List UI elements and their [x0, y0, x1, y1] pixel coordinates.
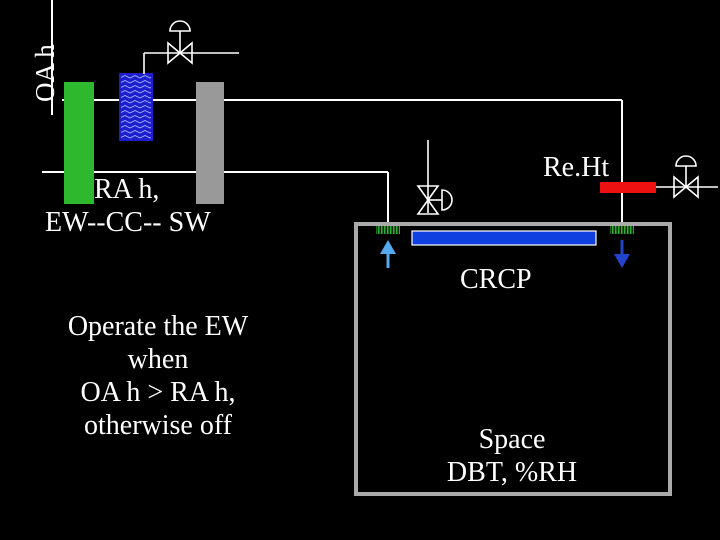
oa-h-label: OA h	[30, 44, 60, 102]
reheat-valve	[656, 155, 718, 199]
coil-valve	[143, 20, 239, 74]
reheat-label: Re.Ht	[543, 152, 610, 183]
reheat-coil	[600, 182, 656, 193]
cooling-coil	[119, 73, 153, 141]
supply-diffuser	[376, 226, 400, 234]
ra-h-label: RA h,	[94, 174, 160, 205]
ceiling-radiant-panel	[411, 230, 597, 246]
supply-coil	[196, 82, 224, 204]
space-boundary	[354, 222, 672, 496]
note-line: OA h > RA h,	[80, 377, 236, 409]
note-line: Operate the EW	[67, 311, 249, 342]
energy-wheel	[64, 82, 94, 204]
crcp-label: CRCP	[460, 264, 532, 295]
space-label: Space DBT, %RH	[412, 423, 612, 489]
panel-valve	[416, 140, 453, 215]
ew-cc-sw-label: EW--CC-- SW	[45, 207, 211, 238]
supply-arrow	[380, 240, 396, 268]
operation-note: Operate the EW when OA h > RA h, otherwi…	[28, 310, 288, 442]
space-line: Space	[478, 424, 546, 455]
return-arrow	[614, 240, 630, 268]
note-line: otherwise off	[84, 410, 232, 442]
return-grille	[610, 226, 634, 234]
space-line: DBT, %RH	[446, 457, 578, 489]
note-line: when	[127, 344, 189, 376]
